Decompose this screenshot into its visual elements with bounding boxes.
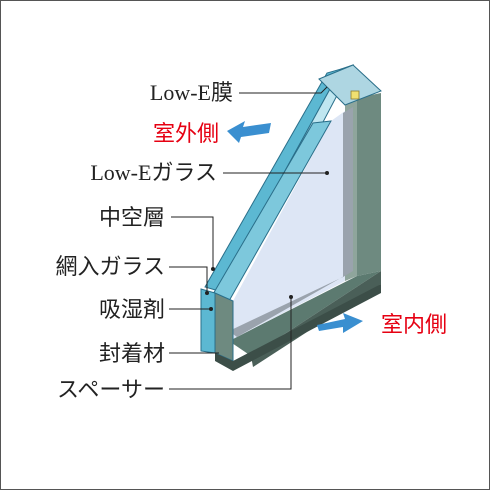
arrow-outdoor	[227, 121, 271, 143]
frame-bottom-side	[229, 271, 381, 356]
indoor-glass-pane	[233, 111, 345, 339]
leader-dot-desiccant	[209, 307, 213, 311]
label-sealant: 封着材	[99, 341, 165, 366]
unit-top-cap	[318, 64, 382, 106]
label-low-e-film: Low-E膜	[150, 80, 233, 105]
leader-dot-low-e-glass	[325, 171, 329, 175]
desiccant-top	[350, 90, 360, 100]
leader-low-e-film	[239, 86, 328, 94]
label-low-e-glass: Low-Eガラス	[90, 160, 217, 185]
label-desiccant: 吸湿剤	[99, 297, 165, 322]
spacer-strip-right	[343, 107, 353, 277]
leader-spacer	[169, 297, 292, 390]
frame-bottom-edge	[215, 284, 381, 371]
leader-dot-hollow-layer	[211, 267, 215, 271]
label-spacer: スペーサー	[57, 377, 165, 402]
leader-dot-wired-glass	[205, 291, 209, 295]
leader-dot-spacer	[289, 295, 293, 299]
leader-wired-glass	[169, 266, 208, 293]
sealant-block	[214, 292, 234, 362]
label-indoor-side: 室内側	[381, 312, 447, 337]
leader-hollow-layer	[171, 216, 214, 269]
label-outdoor-side: 室外側	[153, 121, 219, 146]
label-wired-glass: 網入ガラス	[55, 254, 165, 279]
glass-left-edge	[200, 288, 216, 354]
label-hollow-layer: 中空層	[99, 205, 165, 230]
arrow-indoor	[317, 313, 363, 333]
glass-unit	[200, 64, 382, 371]
frame-right-side	[357, 93, 381, 276]
